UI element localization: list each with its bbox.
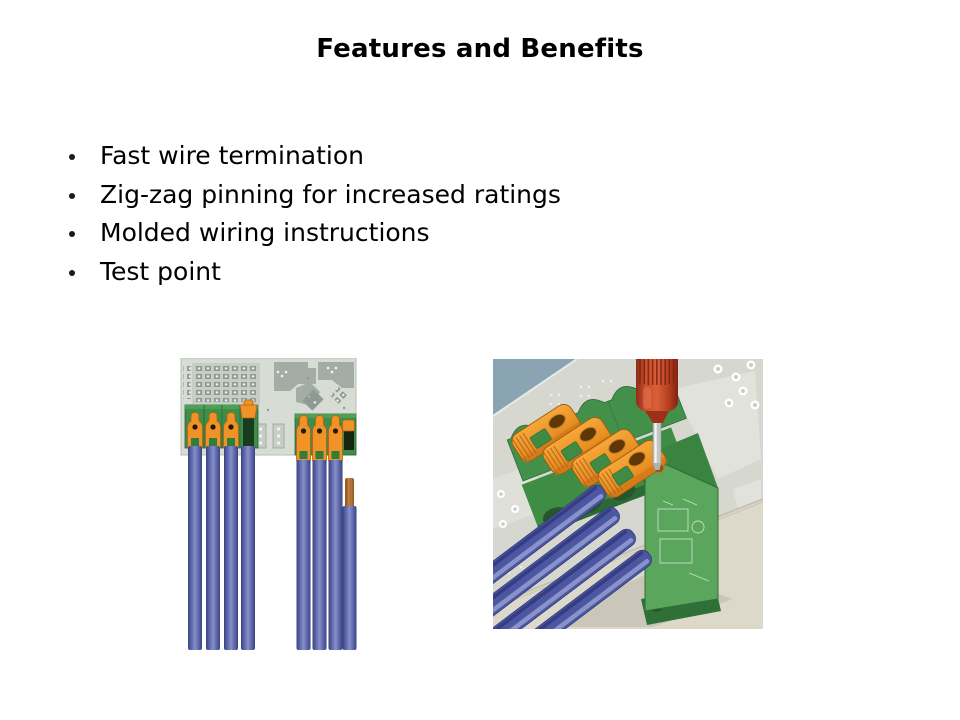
wires [493, 484, 652, 629]
wire-bundle [188, 446, 343, 650]
stripped-wire [342, 478, 357, 650]
lever-with-test-point [597, 439, 668, 499]
terminal-block-left [184, 399, 259, 449]
bullet-item: Test point [64, 253, 561, 292]
feature-bullet-list: Fast wire termination Zig-zag pinning fo… [64, 137, 561, 291]
bullet-item: Fast wire termination [64, 137, 561, 176]
lever-closed [312, 415, 327, 462]
bullet-item: Zig-zag pinning for increased ratings [64, 176, 561, 215]
end-plate [644, 454, 719, 612]
lever [511, 403, 582, 463]
terminal-block-right [294, 413, 357, 462]
lever-raised [239, 399, 258, 446]
test-point-screwdriver-photo [493, 359, 763, 629]
lever-closed [187, 412, 203, 449]
lever-closed [205, 412, 221, 449]
screwdriver [636, 359, 678, 470]
lever-closed [328, 415, 343, 462]
lever-row [511, 403, 668, 499]
lever-closed [223, 412, 239, 449]
screwdriver-handle [636, 359, 678, 423]
open-contact [342, 419, 355, 450]
bullet-item: Molded wiring instructions [64, 214, 561, 253]
lever-closed [296, 415, 311, 462]
pcb-terminal-blocks-photo [180, 358, 357, 650]
page-title: Features and Benefits [316, 34, 644, 65]
